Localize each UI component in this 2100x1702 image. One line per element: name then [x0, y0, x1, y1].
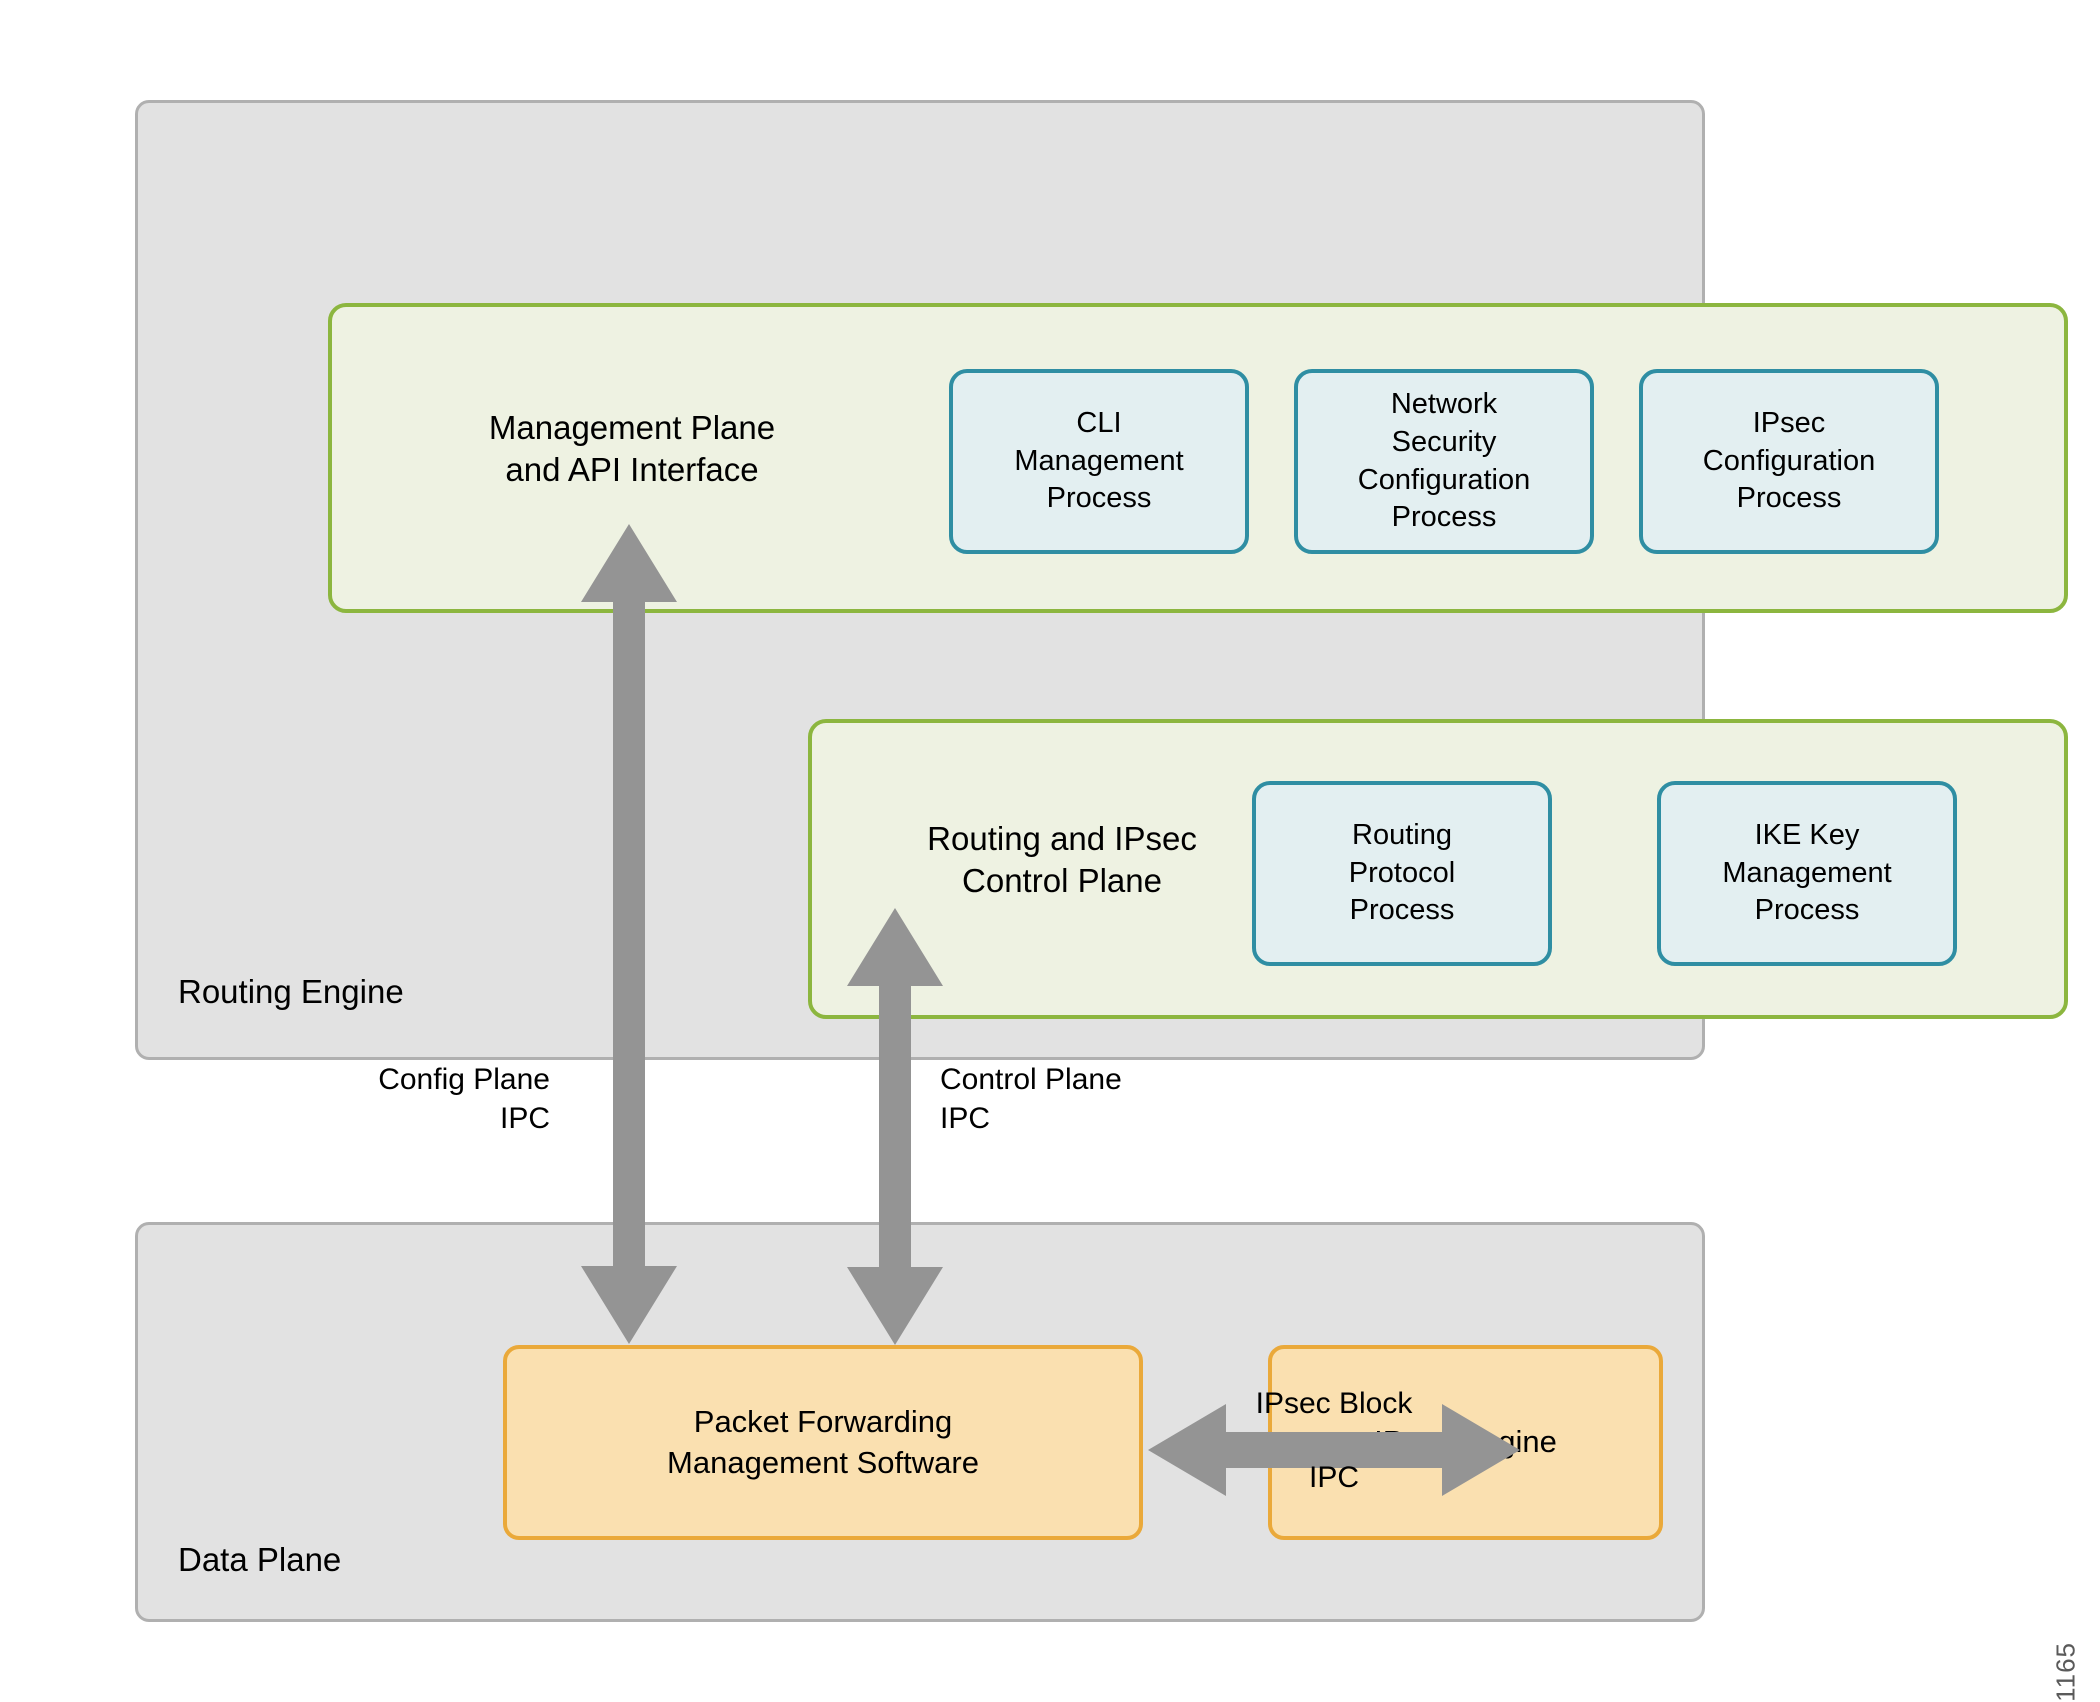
ipsec-configuration-process-box[interactable]: IPsec Configuration Process — [1639, 369, 1939, 554]
routing-protocol-process-box[interactable]: Routing Protocol Process — [1252, 781, 1552, 966]
data-plane-label: Data Plane — [178, 1541, 342, 1578]
ike-key-management-process-box[interactable]: IKE Key Management Process — [1657, 781, 1957, 966]
packet-forwarding-management-software-box[interactable]: Packet Forwarding Management Software — [503, 1345, 1143, 1540]
cli-management-process-box[interactable]: CLI Management Process — [949, 369, 1249, 554]
routing-engine-label: Routing Engine — [178, 973, 404, 1010]
routing-engine-panel: Routing Engine Management Plane and API … — [135, 100, 2068, 1060]
ipsec-block-ipc-arrow — [1148, 1404, 1520, 1496]
network-security-configuration-process-box[interactable]: Network Security Configuration Process — [1294, 369, 1594, 554]
ipsec-ipc-label: IPC — [1308, 1461, 1359, 1494]
control-plane-ipc-label: Control Plane IPC — [940, 1063, 1122, 1135]
routing-ipsec-control-plane-title: Routing and IPsec Control Plane — [927, 820, 1197, 900]
config-plane-ipc-label: Config Plane IPC — [378, 1063, 550, 1135]
ipsec-block-label: IPsec Block — [1255, 1387, 1413, 1420]
figure-id-label: jn-001165 — [2051, 1642, 2082, 1702]
control-plane-ipc-arrow — [847, 908, 943, 1345]
config-plane-ipc-arrow — [581, 524, 677, 1344]
management-plane-group: Management Plane and API Interface CLI M… — [328, 303, 2068, 613]
management-plane-title: Management Plane and API Interface — [488, 409, 776, 489]
routing-ipsec-control-plane-group: Routing and IPsec Control Plane Routing … — [808, 719, 2068, 1019]
